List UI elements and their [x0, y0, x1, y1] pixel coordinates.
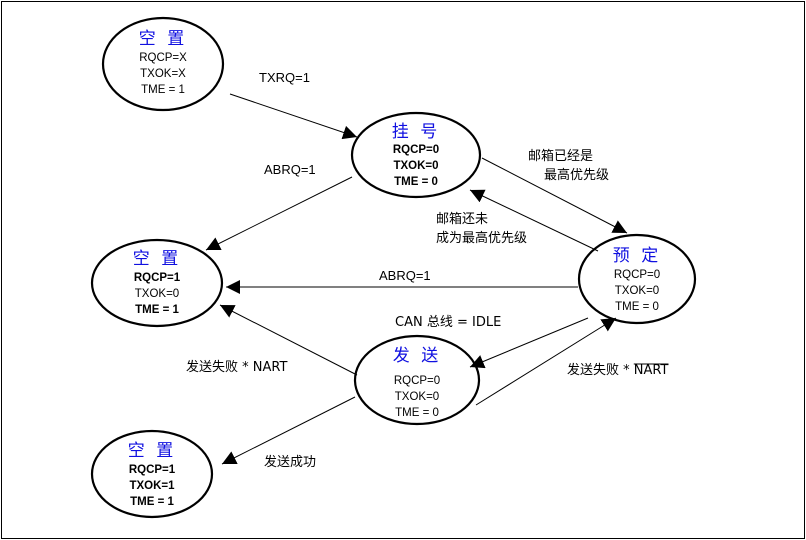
label-abrq-scheduled: ABRQ=1 — [379, 268, 431, 283]
state-field-txok: TXOK=0 — [393, 160, 438, 172]
state-title: 空 置 — [139, 29, 187, 49]
edge-success — [221, 396, 356, 465]
state-empty-bottom: 空 置 RQCP=1 TXOK=1 TME = 1 — [90, 429, 214, 519]
state-scheduled: 预 定 RQCP=0 TXOK=0 TME = 0 — [577, 233, 697, 325]
state-field-tme: TME = 1 — [135, 304, 179, 316]
state-field-rqcp: RQCP=1 — [129, 464, 176, 476]
state-field-txok: TXOK=0 — [615, 285, 659, 297]
state-field-txok: TXOK=0 — [395, 391, 439, 403]
state-field-tme: TME = 0 — [615, 301, 659, 313]
label-bus-idle: CAN 总线 = IDLE — [395, 315, 501, 330]
edge-bus-idle — [469, 317, 589, 369]
label-txrq: TXRQ=1 — [259, 70, 310, 85]
state-title: 预 定 — [613, 246, 661, 266]
label-fail-not-nart: 发送失败 * NART — [567, 362, 668, 378]
label-not-highest-line2: 成为最高优先级 — [436, 230, 527, 246]
state-field-tme: TME = 0 — [394, 176, 438, 188]
state-field-rqcp: RQCP=1 — [134, 272, 181, 284]
label-success: 发送成功 — [264, 454, 316, 470]
state-field-txok: TXOK=1 — [129, 480, 175, 492]
state-pending: 挂 号 RQCP=0 TXOK=0 TME = 0 — [350, 111, 482, 199]
state-field-tme: TME = 1 — [141, 84, 185, 96]
state-field-rqcp: RQCP=0 — [393, 144, 439, 156]
edge-fail-nart — [219, 304, 358, 376]
label-highest-line2: 最高优先级 — [544, 167, 609, 183]
overlined-nart: NART — [634, 363, 669, 378]
state-field-rqcp: RQCP=X — [139, 52, 187, 64]
edge-abrq-pending — [205, 176, 353, 251]
label-fail-nart: 发送失败 * NART — [186, 359, 287, 375]
state-field-rqcp: RQCP=0 — [614, 269, 660, 281]
state-field-txok: TXOK=0 — [135, 288, 179, 300]
state-title: 挂 号 — [392, 122, 440, 142]
state-title: 空 置 — [133, 249, 181, 269]
state-title: 空 置 — [128, 441, 176, 461]
label-abrq-pending: ABRQ=1 — [264, 162, 316, 177]
state-field-tme: TME = 1 — [130, 496, 174, 508]
state-title: 发 送 — [393, 346, 441, 366]
edge-back-to-pending — [469, 189, 599, 252]
edge-to-scheduled — [481, 157, 628, 234]
state-field-txok: TXOK=X — [140, 68, 186, 80]
state-field-tme: TME = 0 — [395, 407, 439, 419]
label-highest-line1: 邮箱已经是 — [528, 148, 593, 164]
state-transmit: 发 送 RQCP=0 TXOK=0 TME = 0 — [353, 334, 481, 426]
label-not-highest-line1: 邮箱还未 — [436, 211, 488, 227]
edge-txrq — [229, 93, 358, 140]
state-empty-middle: 空 置 RQCP=1 TXOK=0 TME = 1 — [90, 238, 224, 328]
state-field-rqcp: RQCP=0 — [394, 375, 440, 387]
state-empty-top: 空 置 RQCP=X TXOK=X TME = 1 — [101, 16, 225, 112]
edge-fail-not-nart — [475, 317, 617, 406]
